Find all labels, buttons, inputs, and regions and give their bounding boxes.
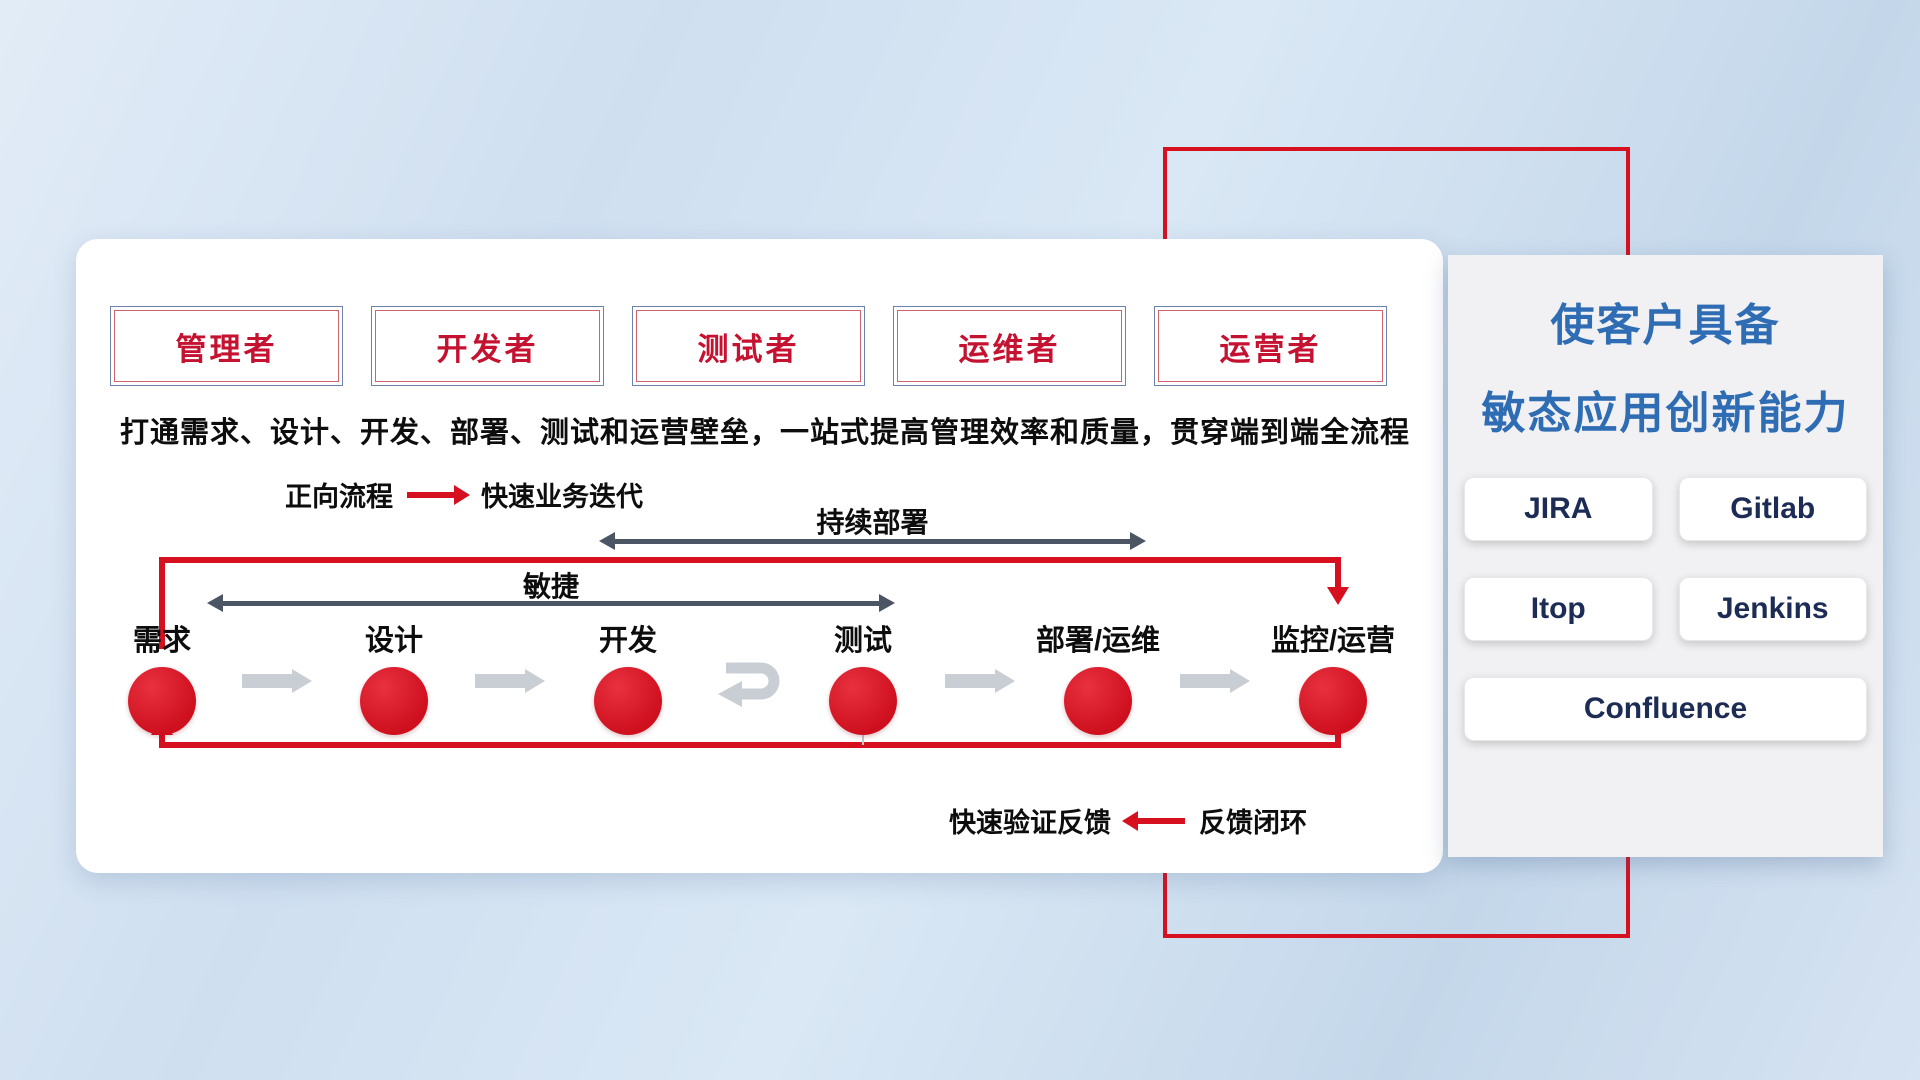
forward-path-arrowhead [1327, 587, 1349, 605]
role-box-operator: 运营者 [1154, 306, 1387, 386]
panel-title-line1: 使客户具备 [1550, 301, 1781, 350]
flow-description: 打通需求、设计、开发、部署、测试和运营壁垒，一站式提高管理效率和质量，贯穿端到端… [120, 417, 1411, 449]
role-box-tester: 测试者 [632, 306, 865, 386]
stage-circle [594, 667, 662, 735]
node-monitor-operate: 监控/运营 [1253, 617, 1413, 735]
forward-flow-legend: 正向流程 快速业务迭代 [285, 475, 643, 514]
node-label: 监控/运营 [1270, 625, 1396, 657]
feedback-legend-value: 反馈闭环 [1199, 808, 1307, 838]
node-testing: 测试 [783, 617, 943, 735]
tool-button-gitlab: Gitlab [1678, 477, 1867, 541]
flow-arrow-icon [1180, 669, 1252, 693]
stage-circle [1064, 667, 1132, 735]
stage-circle [1299, 667, 1367, 735]
flow-arrow-icon [242, 669, 314, 693]
forward-arrow-icon [407, 484, 470, 505]
node-label: 测试 [833, 625, 892, 657]
flow-arrow-icon [945, 669, 1017, 693]
stage-circle [128, 667, 196, 735]
tool-button-itop: Itop [1464, 577, 1653, 641]
feedback-legend: 快速验证反馈 反馈闭环 [949, 801, 1307, 840]
flow-arrow-icon [475, 669, 547, 693]
feedback-path-left-vertical [159, 731, 165, 745]
forward-flow-label: 正向流程 [285, 482, 393, 512]
node-label: 需求 [132, 625, 191, 657]
feedback-legend-label: 快速验证反馈 [949, 808, 1111, 838]
tools-grid: JIRA Gitlab Itop Jenkins Confluence [1464, 477, 1867, 741]
forward-path-right-vertical [1335, 557, 1341, 587]
tool-button-confluence: Confluence [1464, 677, 1867, 741]
agile-label: 敏捷 [522, 571, 579, 602]
node-deploy-ops: 部署/运维 [1018, 617, 1178, 735]
tool-button-jira: JIRA [1464, 477, 1653, 541]
continuous-deployment-arrow [599, 532, 1146, 550]
node-requirement: 需求 [82, 617, 242, 735]
tool-button-jenkins: Jenkins [1678, 577, 1867, 641]
node-label: 设计 [364, 625, 423, 657]
stage-circle [360, 667, 428, 735]
role-box-developer: 开发者 [371, 306, 604, 386]
node-label: 部署/运维 [1035, 625, 1161, 657]
role-box-manager: 管理者 [110, 306, 343, 386]
roles-row: 管理者 开发者 测试者 运维者 运营者 [110, 306, 1387, 386]
stage-circle [829, 667, 897, 735]
feedback-arrow-icon [1122, 810, 1185, 831]
role-box-ops: 运维者 [893, 306, 1126, 386]
node-development: 开发 [548, 617, 708, 735]
agile-arrow [207, 594, 895, 612]
node-label: 开发 [598, 625, 657, 657]
feedback-path-bottom-horizontal [159, 742, 1341, 748]
forward-flow-value: 快速业务迭代 [481, 482, 643, 512]
forward-path-left-vertical [159, 557, 165, 649]
panel-title-line2: 敏态应用创新能力 [1481, 389, 1850, 438]
tools-panel: 使客户具备 敏态应用创新能力 JIRA Gitlab Itop Jenkins … [1448, 255, 1883, 857]
iteration-loop-icon [704, 655, 788, 712]
devops-flow-card: 管理者 开发者 测试者 运维者 运营者 打通需求、设计、开发、部署、测试和运营壁… [76, 239, 1443, 873]
node-design: 设计 [314, 617, 474, 735]
continuous-deployment-label: 持续部署 [816, 507, 929, 538]
forward-path-top-horizontal [159, 557, 1341, 563]
